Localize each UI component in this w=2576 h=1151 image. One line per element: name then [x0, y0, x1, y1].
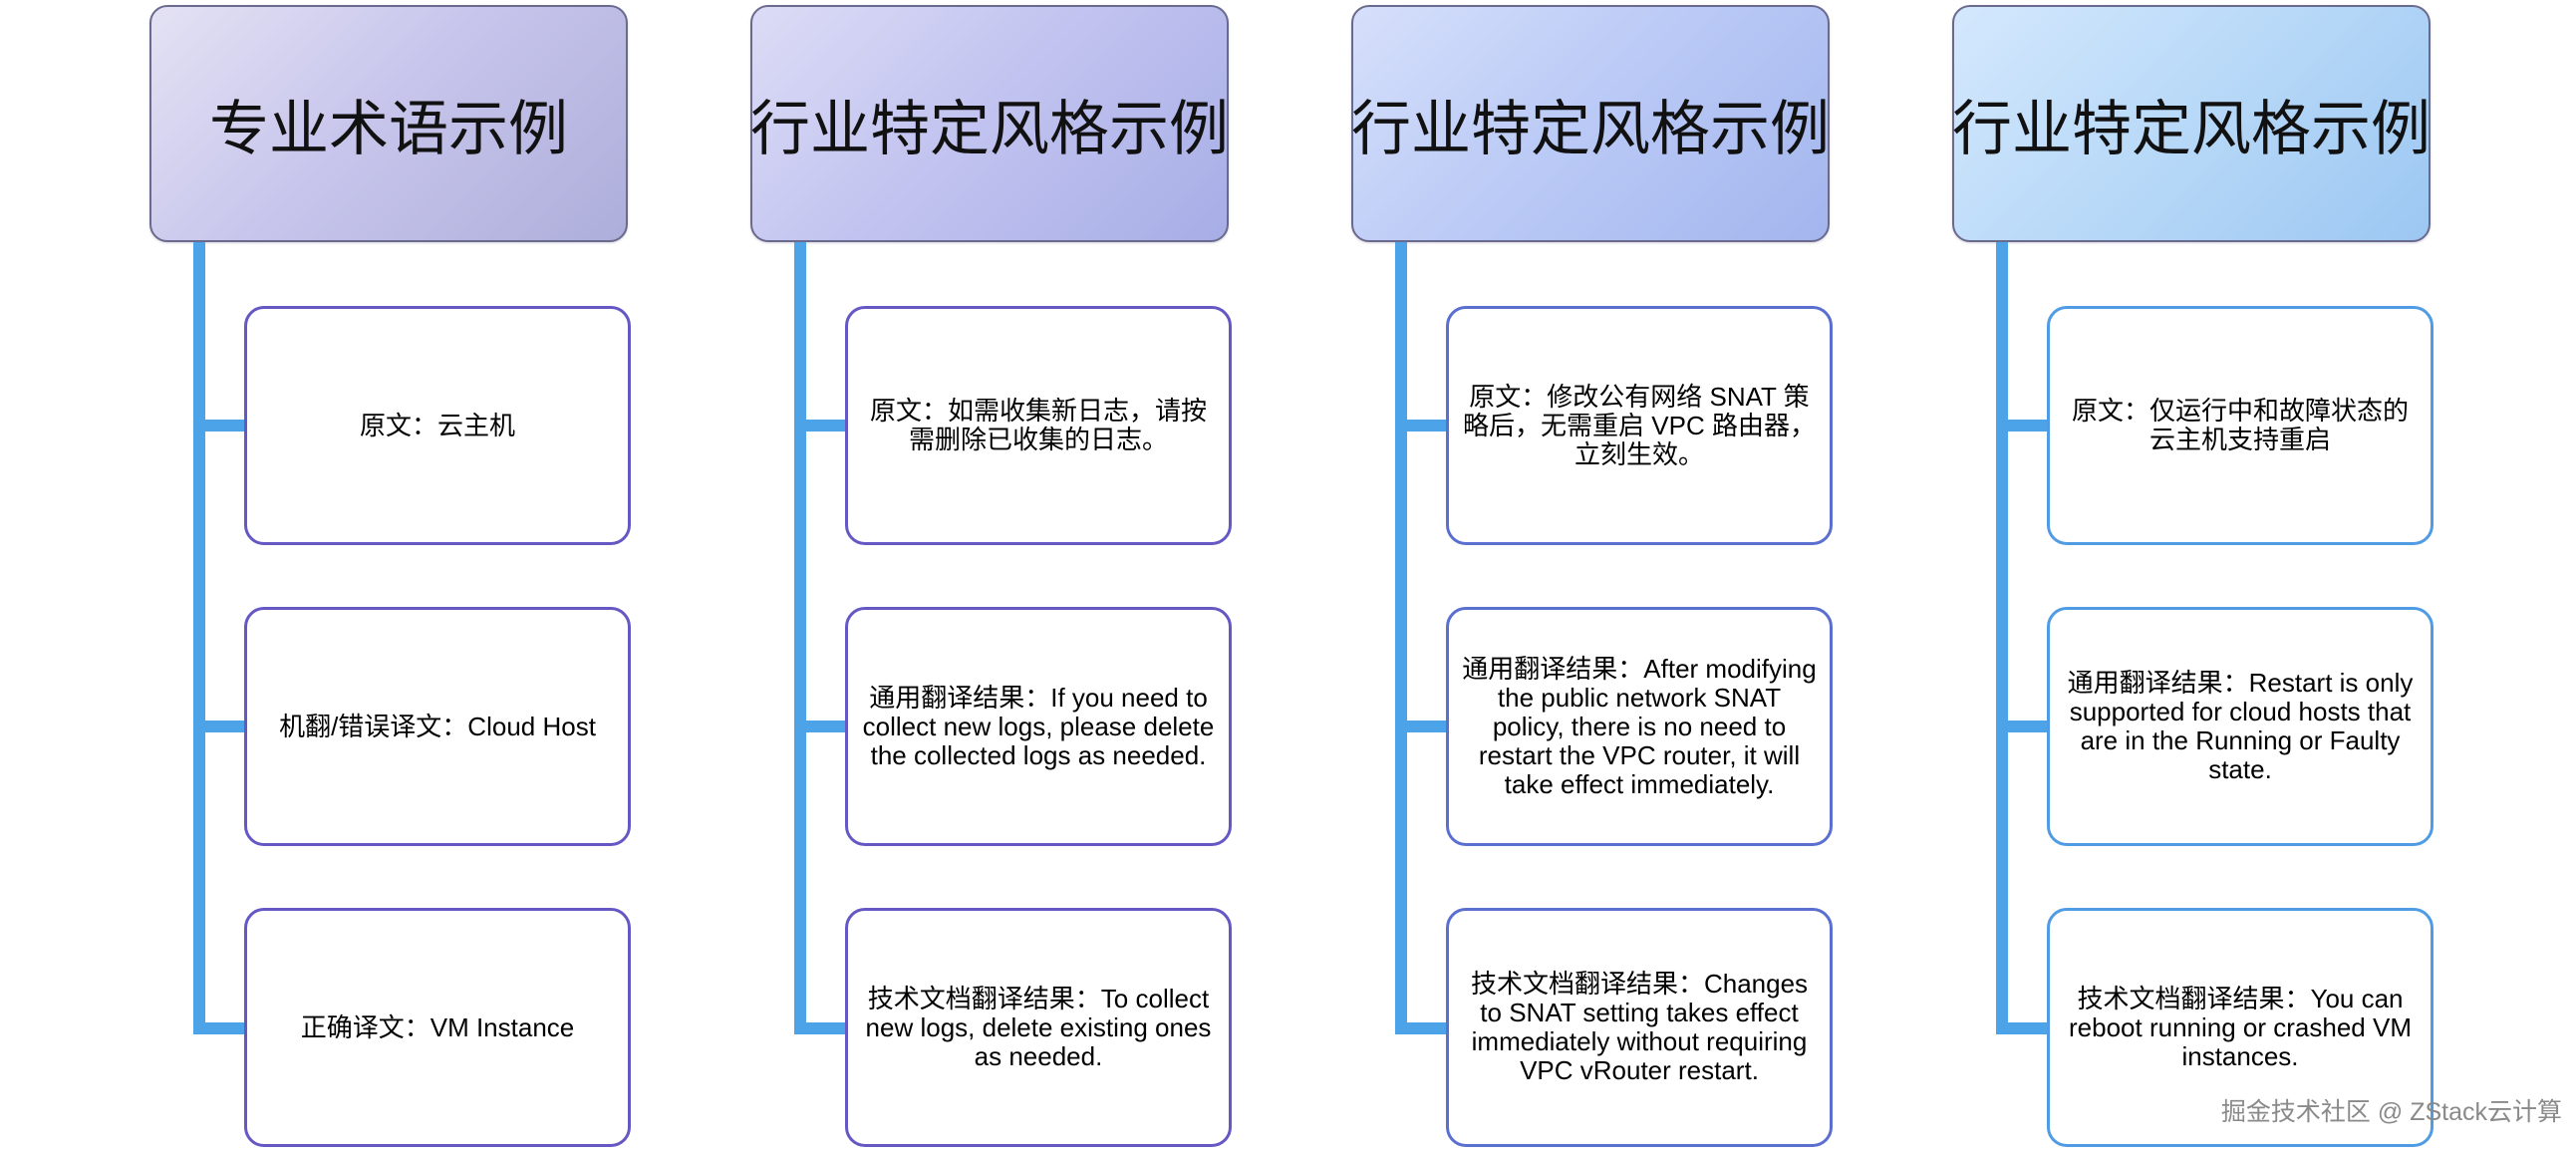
column-header: 行业特定风格示例 [1351, 5, 1830, 242]
card-text: 正确译文：VM Instance [300, 1011, 575, 1042]
column-header: 专业术语示例 [149, 5, 628, 242]
card-text: 通用翻译结果：Restart is only supported for clo… [2067, 668, 2414, 784]
wrong-translation-card: 机翻/错误译文：Cloud Host [244, 607, 631, 846]
card-text: 技术文档翻译结果：You can reboot running or crash… [2069, 983, 2412, 1071]
column-title: 专业术语示例 [209, 95, 568, 162]
card-text: 通用翻译结果：After modifying the public networ… [1462, 653, 1817, 799]
tech-doc-translation-card: 技术文档翻译结果：You can reboot running or crash… [2047, 908, 2433, 1147]
connector-spine [1395, 242, 1407, 1034]
column-header: 行业特定风格示例 [750, 5, 1229, 242]
card-text: 原文：如需收集新日志，请按需删除已收集的日志。 [869, 396, 1207, 454]
column-title: 行业特定风格示例 [1351, 95, 1830, 162]
column-style-example-2: 行业特定风格示例 原文：修改公有网络 SNAT 策略后，无需重启 VPC 路由器… [1351, 0, 1909, 1151]
tech-doc-translation-card: 技术文档翻译结果：To collect new logs, delete exi… [845, 908, 1232, 1147]
column-terminology: 专业术语示例 原文：云主机 机翻/错误译文：Cloud Host 正确译文：VM… [149, 0, 708, 1151]
source-text-card: 原文：修改公有网络 SNAT 策略后，无需重启 VPC 路由器，立刻生效。 [1446, 306, 1833, 545]
card-text: 技术文档翻译结果：To collect new logs, delete exi… [865, 983, 1212, 1071]
card-text: 原文：修改公有网络 SNAT 策略后，无需重启 VPC 路由器，立刻生效。 [1463, 381, 1816, 469]
column-style-example-3: 行业特定风格示例 原文：仅运行中和故障状态的云主机支持重启 通用翻译结果：Res… [1952, 0, 2510, 1151]
correct-translation-card: 正确译文：VM Instance [244, 908, 631, 1147]
general-translation-card: 通用翻译结果：If you need to collect new logs, … [845, 607, 1232, 846]
general-translation-card: 通用翻译结果：After modifying the public networ… [1446, 607, 1833, 846]
column-title: 行业特定风格示例 [1952, 95, 2431, 162]
general-translation-card: 通用翻译结果：Restart is only supported for clo… [2047, 607, 2433, 846]
column-style-example-1: 行业特定风格示例 原文：如需收集新日志，请按需删除已收集的日志。 通用翻译结果：… [750, 0, 1308, 1151]
card-text: 原文：仅运行中和故障状态的云主机支持重启 [2071, 396, 2409, 454]
card-text: 机翻/错误译文：Cloud Host [279, 711, 596, 741]
column-header: 行业特定风格示例 [1952, 5, 2431, 242]
column-title: 行业特定风格示例 [750, 95, 1229, 162]
connector-spine [1996, 242, 2008, 1034]
card-text: 技术文档翻译结果：Changes to SNAT setting takes e… [1470, 969, 1809, 1085]
source-text-card: 原文：仅运行中和故障状态的云主机支持重启 [2047, 306, 2433, 545]
watermark: 掘金技术社区 @ ZStack云计算 [2220, 1098, 2562, 1126]
source-text-card: 原文：如需收集新日志，请按需删除已收集的日志。 [845, 306, 1232, 545]
connector-spine [794, 242, 806, 1034]
connector-spine [193, 242, 205, 1034]
card-text: 通用翻译结果：If you need to collect new logs, … [862, 682, 1215, 770]
card-text: 原文：云主机 [359, 410, 515, 440]
tech-doc-translation-card: 技术文档翻译结果：Changes to SNAT setting takes e… [1446, 908, 1833, 1147]
source-text-card: 原文：云主机 [244, 306, 631, 545]
